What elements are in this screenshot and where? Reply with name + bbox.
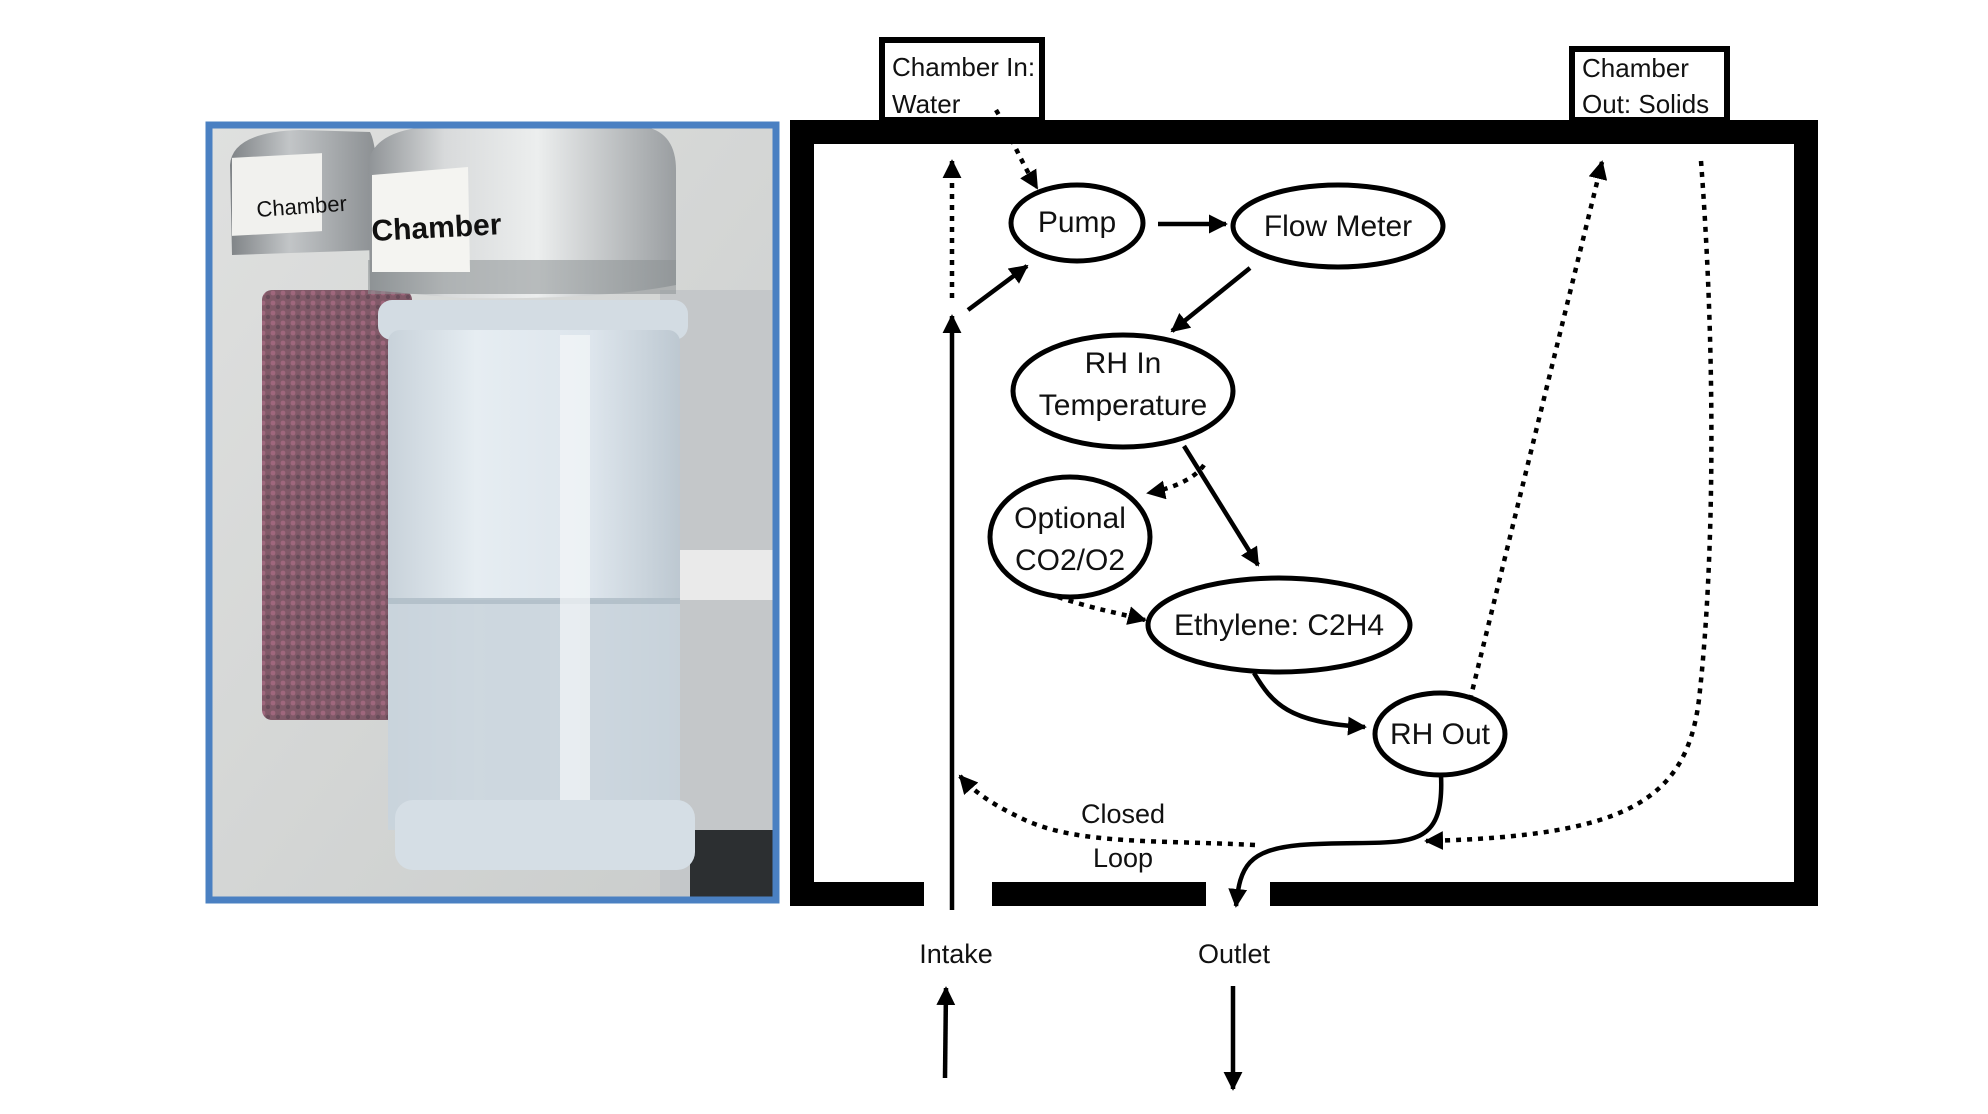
edge-rhin-optional (1146, 463, 1206, 500)
node-flow-meter-label: Flow Meter (1264, 210, 1412, 243)
chamber-top-wall (790, 120, 1816, 144)
photo-frame (205, 121, 780, 904)
chamber-in-box: Chamber In: Water (879, 37, 1045, 123)
front-cap-label-text: Chamber (371, 208, 503, 248)
device-label-strip (672, 550, 776, 600)
chamber-bottom-wall-left (790, 882, 924, 906)
photo-panel: Chamber Chamber (205, 121, 780, 904)
node-rh-out-label: RH Out (1390, 718, 1491, 751)
node-pump: Pump (1008, 182, 1146, 264)
chamber-in-line2: Water (892, 89, 961, 119)
node-ethylene-label: Ethylene: C2H4 (1174, 609, 1384, 642)
edge-rhin-ethylene (1182, 444, 1260, 567)
edge-water-pump (994, 108, 1039, 190)
device-base (690, 830, 776, 900)
container-base (395, 800, 695, 870)
edge-solids-return (1424, 160, 1714, 851)
outlet-label: Outlet (1198, 939, 1271, 969)
node-ethylene: Ethylene: C2H4 (1145, 575, 1413, 675)
intake-label: Intake (919, 939, 993, 969)
dotted-edges (942, 108, 1714, 851)
closed-loop-label-line1: Closed (1081, 799, 1165, 829)
node-rh-in-line2: Temperature (1039, 389, 1207, 422)
edge-to-pump (966, 264, 1029, 312)
edge-rhout-solids (1467, 160, 1608, 701)
chamber-out-box: Chamber Out: Solids (1569, 46, 1730, 123)
chamber-right-wall (1794, 120, 1818, 906)
chamber-bottom-wall-right (1270, 882, 1818, 906)
chamber-left-wall (790, 120, 814, 906)
node-optional-line2: CO2/O2 (1015, 544, 1125, 577)
node-rh-in: RH In Temperature (1010, 332, 1236, 450)
front-container: Chamber (368, 126, 695, 870)
edge-optional-ethylene (1057, 594, 1147, 625)
edge-intake-external (936, 986, 956, 1079)
closed-loop-label-line2: Loop (1093, 843, 1153, 873)
chamber-in-line1: Chamber In: (892, 52, 1035, 82)
back-bottle: Chamber (230, 130, 412, 720)
chamber-out-line1: Chamber (1582, 53, 1689, 83)
front-cap-label (372, 167, 470, 272)
chamber-out-line2: Out: Solids (1582, 89, 1709, 119)
node-pump-label: Pump (1038, 206, 1116, 239)
diagram: Chamber In: Water Chamber Out: Solids (790, 37, 1818, 1091)
edge-ethylene-rhout (1252, 671, 1367, 736)
node-rh-in-line1: RH In (1085, 347, 1162, 380)
node-rh-out: RH Out (1372, 690, 1508, 778)
node-optional: Optional CO2/O2 (987, 474, 1153, 600)
node-flow-meter: Flow Meter (1230, 182, 1446, 270)
chamber-walls (790, 120, 1818, 906)
water-level (388, 600, 680, 830)
back-cap-label (232, 153, 322, 236)
node-optional-line1: Optional (1014, 502, 1126, 535)
edge-rhout-outlet (1228, 774, 1444, 908)
edge-flowmeter-rhin (1170, 266, 1252, 333)
chamber-bottom-wall-mid (992, 882, 1206, 906)
solid-edges (936, 214, 1444, 1091)
